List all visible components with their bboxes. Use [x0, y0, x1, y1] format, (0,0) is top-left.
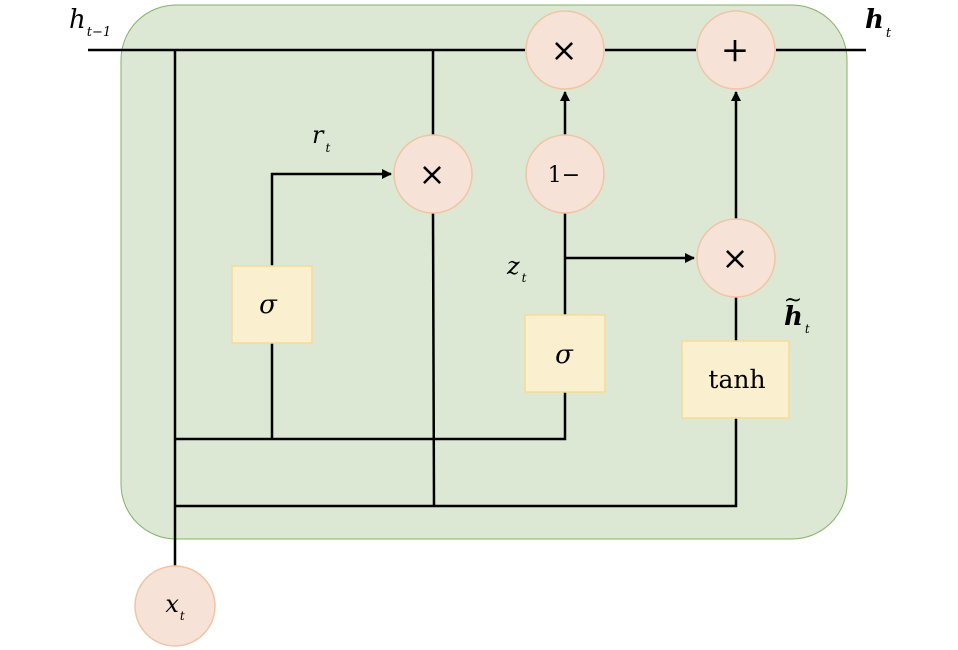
- top-multiply-circle: [525, 10, 605, 90]
- h-tilde-accent: ~: [784, 288, 802, 313]
- bottom-line-to-tanh: [175, 418, 738, 508]
- candidate-gate: tanh: [681, 340, 790, 419]
- reset-gate-label: σ: [259, 290, 278, 320]
- one-minus-label: 1−: [548, 163, 580, 188]
- reset-multiply-node: ×: [393, 134, 473, 214]
- gate-input-line: [175, 392, 567, 441]
- x-t-label: xt: [165, 590, 185, 623]
- update-gate-label: σ: [555, 340, 574, 370]
- one-minus-node: 1−: [525, 134, 605, 214]
- tanh-box: [681, 340, 790, 419]
- reset-gate-box: [231, 265, 313, 344]
- update-multiply-node: ×: [696, 218, 776, 298]
- tanh-label: tanh: [708, 365, 765, 394]
- reset-gate: σ: [231, 265, 313, 344]
- multiply-icon: ×: [419, 155, 446, 193]
- input-node: xt: [134, 565, 216, 647]
- multiply-icon: ×: [722, 239, 749, 277]
- reset-multiply-circle: [393, 134, 473, 214]
- plus-icon: +: [721, 30, 750, 70]
- h-prev-label: ht−1: [69, 5, 111, 40]
- reset-mul-to-bottom: [431, 212, 436, 507]
- update-multiply-circle: [696, 218, 776, 298]
- one-minus-circle: [525, 134, 605, 214]
- top-multiply-node: ×: [525, 10, 605, 90]
- gru-cell-container: [120, 4, 848, 540]
- x-t-circle: [134, 565, 216, 647]
- update-gate: σ: [524, 314, 606, 393]
- top-add-circle: [696, 10, 776, 90]
- connection-lines: [88, 48, 866, 568]
- r-t-arrow: [270, 169, 392, 266]
- top-add-node: +: [696, 10, 776, 90]
- update-gate-box: [524, 314, 606, 393]
- multiply-icon: ×: [551, 31, 578, 69]
